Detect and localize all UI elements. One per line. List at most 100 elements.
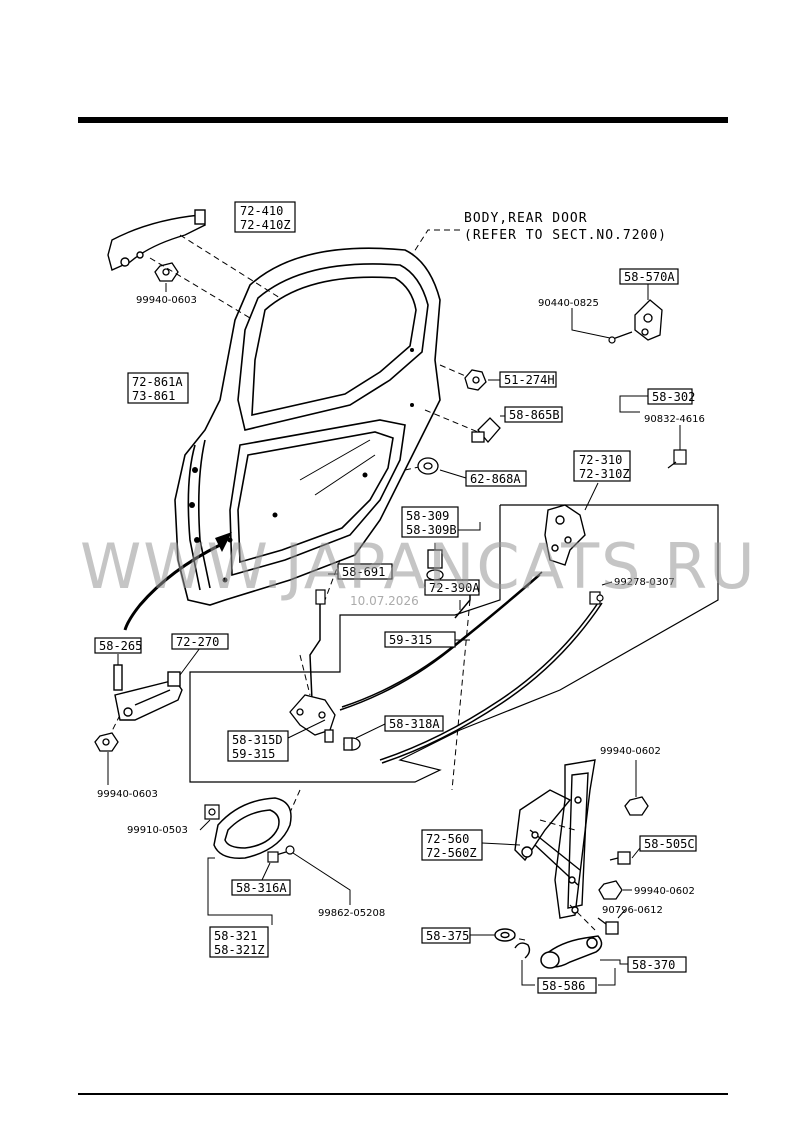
outer-handle-part [107,209,206,271]
cylinder-leader [458,522,481,531]
knob-318-part [343,737,361,751]
checker-265-label: 58-265 [99,639,142,653]
clip-0503-label: 99910-0503 [127,825,188,836]
inner-handle-clip-part [267,851,279,863]
striker-part [634,299,663,341]
lock-302-label: 58-302 [652,390,695,404]
nut-603-top-label: 99940-0603 [136,295,197,306]
remote-315d-label-2: 59-315 [232,747,275,761]
remote-315d-label-1: 58-315D [232,733,283,747]
bolt-505-label: 58-505C [644,837,695,851]
crank-370-part [540,935,603,969]
handle-outer-label-2: 72-410Z [240,218,291,232]
handle-outer-label-1: 72-410 [240,204,283,218]
bumper-865-label: 58-865B [509,408,560,422]
regulator-label-2: 72-560Z [426,846,477,860]
cable-315-label: 59-315 [389,633,432,647]
latch-frame [189,504,719,783]
clip-586-leader-2 [598,968,616,986]
inner-handle-part [213,797,292,859]
bottom-rule [78,1093,728,1095]
bolt-0612-part [597,917,619,935]
washer-375-part [494,928,516,942]
latch-label-1: 72-310 [579,453,622,467]
lock-302-leader [619,395,648,413]
cylinder-label-2: 58-309B [406,523,457,537]
bolt-0825-part [608,331,633,344]
latch-part [544,504,586,566]
nut-0602-bottom-part [598,880,623,900]
nut-603-bottom-part [94,732,119,752]
bumper-865-part [471,417,501,444]
screw-05208-leader [292,852,351,905]
washer-375-label: 58-375 [426,929,469,943]
bolt-4616-part [667,449,687,469]
door-holes [189,348,414,583]
nut-603-bottom-label: 99940-0603 [97,789,158,800]
clip-274-part [464,369,487,391]
clip-586-label: 58-586 [542,979,585,993]
crank-370-label: 58-370 [632,958,675,972]
boxed-label-text: 72-410 72-410Z 72-861A 73-861 51-274H 58… [99,204,695,993]
rod-691-label: 58-691 [342,565,385,579]
cylinder-label-1: 58-309 [406,509,449,523]
nut-0602-top-part [624,796,649,816]
rod-691-part [315,589,326,605]
bolt-0612-label: 90796-0612 [602,905,663,916]
bolt-505-leader [631,847,641,859]
clip-586-part [514,942,531,959]
watermark-date: 10.07.2026 [350,594,419,608]
checker-270-leader [179,647,201,676]
inner-handle-316-label: 58-316A [236,881,287,895]
cylinder-part [426,549,444,581]
clip-0503-leader [199,819,211,831]
clip-0307-leader [601,581,613,586]
grommet-868-part [417,457,439,475]
glass-label-2: 73-861 [132,389,175,403]
watermark: WWW.JAPANCATS.RU [80,530,757,603]
regulator-part [514,759,596,919]
regulator-leader [481,842,521,846]
clip-0503-part [204,804,220,820]
bolt-0612-leader [617,909,626,919]
top-rule [78,117,728,123]
crank-370-leader [600,959,628,965]
knob-318-label: 58-318A [389,717,440,731]
nut-0602-bottom-label: 99940-0602 [634,886,695,897]
nut-603-top-part [154,262,179,282]
inner-handle-321-label-2: 58-321Z [214,943,265,957]
checker-part [113,664,183,721]
label-boxes [94,201,697,994]
inner-handle-316-leader [261,862,271,881]
clip-0307-label: 99278-0307 [614,577,675,588]
plain-label-text: 99940-0603 90440-0825 90832-4616 99278-0… [97,295,705,919]
remote-315d-part [289,694,336,743]
nut-0602-top-label: 99940-0602 [600,746,661,757]
inner-handle-321-bracket [207,857,273,925]
checker-270-label: 72-270 [176,635,219,649]
regulator-label-1: 72-560 [426,832,469,846]
remote-315d-leader [287,719,326,739]
clip-0307-part [589,591,604,605]
bolt-0825-leader [571,308,611,339]
glass-label-1: 72-861A [132,375,183,389]
latch-leader [584,482,599,511]
bolt-505-part [609,851,631,865]
inner-handle-321-label-1: 58-321 [214,929,257,943]
clip-274-label: 51-274H [504,373,555,387]
title-line-2: (REFER TO SECT.NO.7200) [464,228,667,243]
screw-05208-part [275,845,295,856]
grommet-868-leader [439,469,467,479]
knob-318-leader [355,723,386,739]
title-line-1: BODY,REAR DOOR [464,211,588,226]
latch-label-2: 72-310Z [579,467,630,481]
title-leader [411,229,460,256]
rod-390-label: 72-390A [429,581,480,595]
screw-05208-label: 99862-05208 [318,908,385,919]
checker-arrow-head [215,532,232,552]
clip-586-leader [521,960,535,986]
striker-label: 58-570A [624,270,675,284]
checker-arrow [123,543,221,631]
